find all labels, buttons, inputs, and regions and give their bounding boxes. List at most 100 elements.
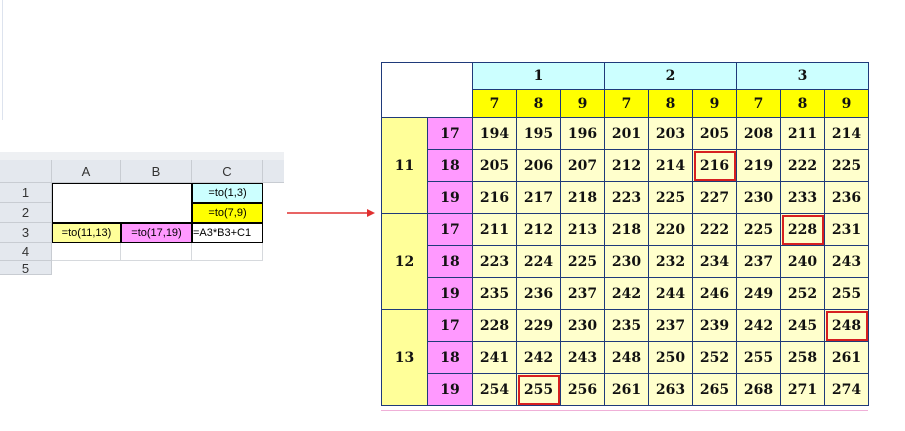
value-cell: 234 (692, 245, 737, 278)
value-cell: 216 (472, 181, 517, 214)
row-header-1[interactable]: 1 (0, 183, 52, 203)
column-header-d[interactable] (263, 160, 284, 183)
row-group-label: 11 (381, 117, 428, 214)
value-cell: 256 (560, 373, 605, 406)
row-header-3[interactable]: 3 (0, 223, 52, 243)
value-cell: 243 (560, 341, 605, 374)
value-cell: 254 (472, 373, 517, 406)
value-cell: 240 (780, 245, 825, 278)
sub-header: 8 (780, 89, 825, 118)
highlighted-value-cell: 216 (692, 149, 737, 182)
value-cell: 268 (736, 373, 781, 406)
group-header: 1 (472, 62, 605, 90)
value-cell: 224 (516, 245, 561, 278)
value-cell: 206 (516, 149, 561, 182)
value-cell: 222 (692, 213, 737, 246)
select-all-corner[interactable] (0, 160, 52, 183)
cell-c4[interactable] (192, 243, 263, 261)
row-header-2[interactable]: 2 (0, 203, 52, 223)
value-cell: 236 (824, 181, 869, 214)
row-label: 18 (427, 149, 473, 182)
value-cell: 250 (648, 341, 693, 374)
value-cell: 195 (516, 117, 561, 150)
sheet-top-bar (0, 152, 284, 160)
group-header: 3 (736, 62, 869, 90)
value-cell: 255 (824, 277, 869, 310)
value-cell: 255 (736, 341, 781, 374)
value-cell: 222 (780, 149, 825, 182)
value-cell: 218 (560, 181, 605, 214)
value-cell: 203 (648, 117, 693, 150)
value-cell: 232 (648, 245, 693, 278)
cell-c1[interactable]: =to(1,3) (192, 183, 263, 203)
cell-b4[interactable] (121, 243, 192, 261)
merged-cell-a1-b2[interactable] (52, 183, 192, 223)
value-cell: 213 (560, 213, 605, 246)
value-cell: 229 (516, 309, 561, 342)
column-header-a[interactable]: A (52, 160, 121, 183)
value-cell: 205 (692, 117, 737, 150)
value-cell: 217 (516, 181, 561, 214)
value-cell: 223 (604, 181, 649, 214)
sub-header: 9 (692, 89, 737, 118)
row-label: 17 (427, 309, 473, 342)
spreadsheet: A B C 1 2 3 4 5 =to(1,3) =to(7,9) =to(11… (0, 152, 284, 276)
value-cell: 245 (780, 309, 825, 342)
value-cell: 225 (560, 245, 605, 278)
window-edge (2, 0, 3, 120)
value-cell: 242 (736, 309, 781, 342)
value-cell: 205 (472, 149, 517, 182)
sub-header: 7 (736, 89, 781, 118)
cell-a3[interactable]: =to(11,13) (52, 223, 121, 243)
value-cell: 258 (780, 341, 825, 374)
value-cell: 271 (780, 373, 825, 406)
value-cell: 223 (472, 245, 517, 278)
row-label: 18 (427, 245, 473, 278)
value-cell: 212 (516, 213, 561, 246)
cell-a4[interactable] (52, 243, 121, 261)
value-cell: 252 (780, 277, 825, 310)
value-cell: 237 (560, 277, 605, 310)
value-cell: 225 (824, 149, 869, 182)
value-cell: 214 (648, 149, 693, 182)
cell-c2[interactable]: =to(7,9) (192, 203, 263, 223)
value-cell: 265 (692, 373, 737, 406)
sub-header: 8 (516, 89, 561, 118)
value-cell: 220 (648, 213, 693, 246)
value-cell: 261 (604, 373, 649, 406)
value-cell: 235 (604, 309, 649, 342)
value-cell: 241 (472, 341, 517, 374)
sub-header: 8 (648, 89, 693, 118)
value-cell: 225 (648, 181, 693, 214)
sub-header: 9 (560, 89, 605, 118)
value-cell: 252 (692, 341, 737, 374)
column-header-c[interactable]: C (192, 160, 263, 183)
cell-c3[interactable]: =A3*B3+C1 (192, 223, 263, 243)
row-header-5[interactable]: 5 (0, 261, 52, 276)
value-cell: 242 (516, 341, 561, 374)
arrow-icon (287, 209, 375, 217)
value-cell: 242 (604, 277, 649, 310)
row-label: 17 (427, 117, 473, 150)
value-cell: 211 (472, 213, 517, 246)
sub-header: 7 (604, 89, 649, 118)
value-cell: 236 (516, 277, 561, 310)
value-cell: 211 (780, 117, 825, 150)
value-cell: 237 (648, 309, 693, 342)
row-group-label: 13 (381, 309, 428, 406)
value-cell: 237 (736, 245, 781, 278)
highlighted-value-cell: 255 (516, 373, 561, 406)
row-header-4[interactable]: 4 (0, 243, 52, 261)
cell-b3[interactable]: =to(17,19) (121, 223, 192, 243)
value-cell: 212 (604, 149, 649, 182)
row-label: 19 (427, 373, 473, 406)
column-header-b[interactable]: B (121, 160, 192, 183)
value-cell: 214 (824, 117, 869, 150)
row-label: 17 (427, 213, 473, 246)
